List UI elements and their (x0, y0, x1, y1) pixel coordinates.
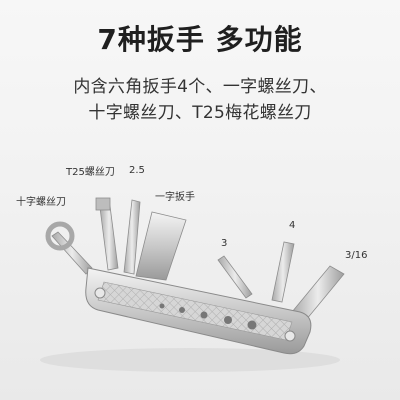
hex-key-4 (271, 241, 295, 303)
callout-cross-screwdriver: 十字螺丝刀 (16, 197, 66, 208)
t25-torx-bit (95, 197, 119, 271)
callout-hex-3: 3 (221, 238, 228, 249)
tool-shadow (40, 348, 340, 372)
headline: 7种扳手 多功能 (97, 23, 303, 56)
cross-screwdriver-bit (45, 221, 93, 275)
tool-handle (85, 267, 312, 355)
callout-hex-3-16: 3/16 (345, 250, 368, 261)
callout-hex-2-5: 2.5 (129, 165, 145, 176)
multitool-illustration (40, 197, 345, 372)
callout-t25-screwdriver: T25螺丝刀 (66, 167, 115, 178)
hex-key-2-5 (123, 199, 141, 275)
description-line-2: 十字螺丝刀、T25梅花螺丝刀 (88, 103, 312, 123)
description-line-1: 内含六角扳手4个、一字螺丝刀、 (73, 77, 327, 97)
callout-hex-4: 4 (289, 220, 296, 231)
flat-wrench-blade (135, 211, 187, 281)
hex-key-3 (217, 255, 253, 299)
callout-flat-wrench: 一字扳手 (155, 192, 195, 203)
